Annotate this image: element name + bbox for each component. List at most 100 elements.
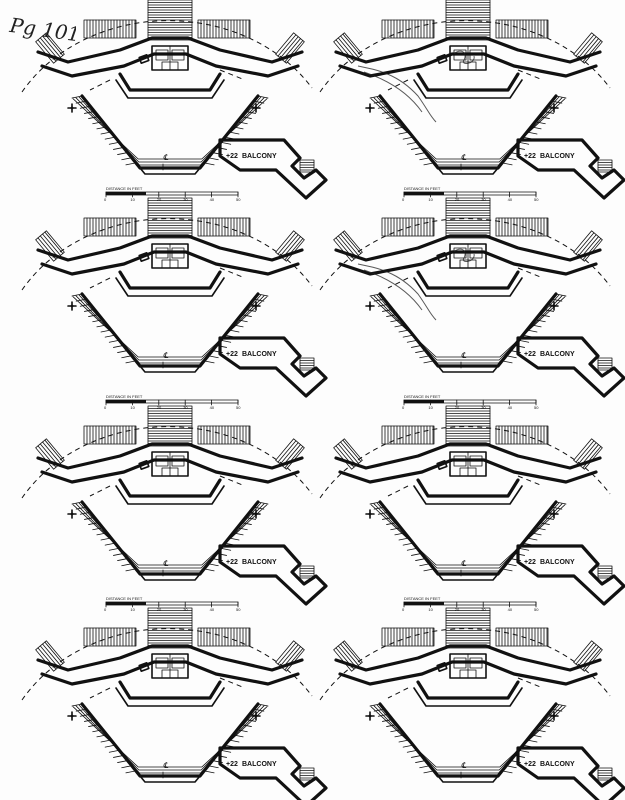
central-module [138, 45, 189, 71]
right-survey-mark [549, 509, 559, 519]
right-survey-mark [251, 509, 261, 519]
right-wing-stairs [197, 19, 251, 39]
lower-wall [416, 680, 520, 700]
left-survey-mark [365, 301, 375, 311]
balcony-stairs [597, 767, 613, 781]
upper-wall [36, 442, 304, 470]
scale-bar-tick-label: 0 [104, 607, 107, 612]
scale-bar-tick-label: 20 [455, 405, 460, 410]
left-survey-mark [365, 711, 375, 721]
balcony-stairs [299, 159, 315, 173]
upper-wall [36, 644, 304, 672]
audience-tiers [71, 94, 269, 175]
lower-wall [118, 680, 222, 700]
stage-tower-stairs [147, 405, 193, 447]
right-wing-stairs [495, 627, 549, 647]
centerline-label: ℄ [461, 153, 467, 162]
sightline-arc [21, 20, 313, 93]
scale-bar-tick-label: 0 [402, 197, 405, 202]
left-survey-mark [67, 711, 77, 721]
left-wing-stairs [381, 627, 435, 647]
scale-bar-title: DISTANCE IN FEET [404, 394, 441, 399]
scale-bar-tick-label: 20 [455, 197, 460, 202]
scale-bar-tick-label: 0 [104, 405, 107, 410]
lower-wall [416, 72, 520, 92]
balcony-label: BALCONY [242, 559, 277, 566]
left-side-stairs [333, 230, 363, 262]
left-wing-stairs [381, 217, 435, 237]
central-module [436, 243, 487, 269]
balcony-stairs [299, 357, 315, 371]
balcony-elevation: +22 [524, 559, 536, 566]
stage-tower-stairs [147, 607, 193, 649]
left-survey-mark [365, 509, 375, 519]
scale-bar-tick-label: 20 [157, 607, 162, 612]
scale-bar-tick-label: 30 [183, 405, 188, 410]
scale-bar-tick-label: 50 [236, 607, 241, 612]
handwritten-page-note: Pg 101 [7, 13, 76, 46]
upper-wall [36, 36, 304, 64]
balcony-label: BALCONY [242, 761, 277, 768]
balcony-elevation: +22 [524, 351, 536, 358]
sightline-arc [319, 628, 611, 701]
scale-bar-tick-label: 0 [402, 607, 405, 612]
scale-bar-tick-label: 40 [210, 197, 215, 202]
centerline-marker: ℄ [162, 559, 169, 577]
balcony-label: BALCONY [242, 351, 277, 358]
balcony-elevation: +22 [226, 153, 238, 160]
scale-bar-title: DISTANCE IN FEET [106, 596, 143, 601]
upper-wall [334, 644, 602, 672]
scale-bar-tick-label: 40 [210, 607, 215, 612]
scale-bar-tick-label: 10 [428, 405, 433, 410]
right-survey-mark [251, 103, 261, 113]
left-side-stairs-lines [333, 230, 363, 262]
scale-bar-tick-label: 20 [157, 197, 162, 202]
centerline-marker: ℄ [460, 761, 467, 779]
balcony-stairs [299, 565, 315, 579]
scale-bar-tick-label: 40 [508, 197, 513, 202]
lower-wall [118, 72, 222, 92]
stage-tower-stairs [147, 0, 193, 41]
balcony-stairs [597, 565, 613, 579]
scale-bar-tick-label: 30 [481, 405, 486, 410]
central-module [436, 451, 487, 477]
right-survey-mark [251, 711, 261, 721]
right-survey-mark [549, 103, 559, 113]
lower-edge [115, 277, 225, 297]
scale-bar-tick-label: 50 [534, 197, 539, 202]
sightline-arc [21, 628, 313, 701]
centerline-marker: ℄ [162, 761, 169, 779]
balcony-label: BALCONY [540, 761, 575, 768]
scale-bar-tick-label: 30 [183, 197, 188, 202]
lower-edge [413, 277, 523, 297]
centerline-label: ℄ [163, 351, 169, 360]
centerline-marker: ℄ [460, 153, 467, 171]
scale-bar-tick-label: 10 [130, 405, 135, 410]
sightline-arc [319, 426, 611, 499]
scale-bar-tick-label: 40 [508, 405, 513, 410]
centerline-label: ℄ [461, 351, 467, 360]
stage-tower-stairs [445, 405, 491, 447]
central-module [436, 653, 487, 679]
scale-bar-tick-label: 50 [534, 607, 539, 612]
upper-wall [334, 442, 602, 470]
sightline-arc [21, 218, 313, 291]
balcony-label: BALCONY [540, 153, 575, 160]
balcony-elevation: +22 [226, 761, 238, 768]
lower-edge [413, 79, 523, 99]
stage-tower-stairs [147, 197, 193, 239]
